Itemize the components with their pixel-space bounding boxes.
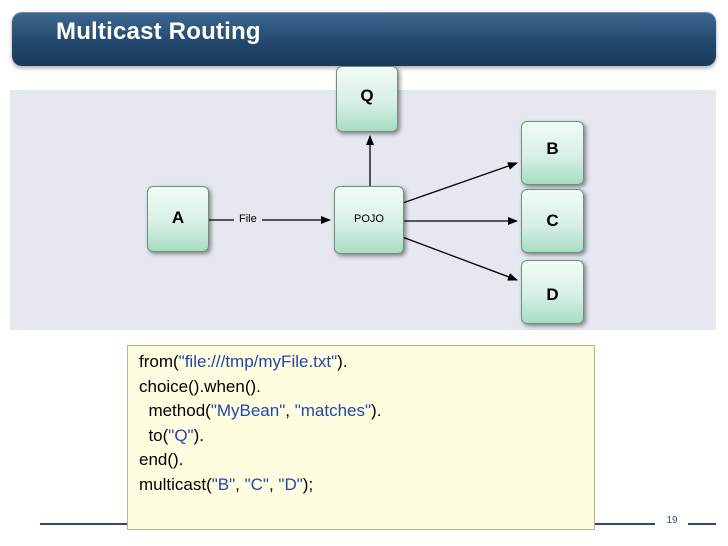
node-pojo-label: POJO [354,213,384,225]
code-line: method("MyBean", "matches"). [139,399,594,424]
title-bar [12,12,716,66]
node-q-label: Q [360,86,374,105]
node-b-label: B [546,139,559,158]
code-token: from( [139,352,179,371]
code-string-literal: "file:///tmp/myFile.txt" [178,352,338,371]
footer-rule-end [688,523,716,525]
code-token: multicast( [139,474,212,494]
node-a-label: A [171,208,185,227]
code-string-literal: "MyBean" [210,401,286,420]
code-token: ). [371,401,382,420]
node-c-label: C [546,211,559,230]
code-string-literal: "D" [278,474,303,494]
code-line: multicast("B", "C", "D"); [139,473,594,498]
footer-rule-left [40,523,127,525]
node-d-label: D [546,285,559,304]
code-string-literal: "B" [211,474,236,494]
code-token: , [235,474,245,494]
code-string-literal: "Q" [168,425,194,445]
code-token: ). [193,425,204,445]
code-token: to( [139,425,169,445]
code-line: from("file:///tmp/myFile.txt"). [139,350,594,375]
node-c: C [521,189,584,253]
code-token: , [268,474,279,494]
node-a: A [147,186,209,252]
code-line: choice().when(). [139,375,594,400]
code-token: end(). [139,450,184,469]
code-string-literal: "C" [244,474,269,494]
edge-pojo-to-d [396,234,518,281]
code-line: to("Q"). [139,424,594,449]
code-snippet: from("file:///tmp/myFile.txt").choice().… [127,345,595,530]
slide-title: Multicast Routing [56,18,261,45]
code-string-literal: "matches" [294,401,372,420]
edge-label-file: File [234,213,262,225]
node-q: Q [336,66,398,132]
node-d: D [521,260,584,324]
edge-pojo-to-b [396,162,518,206]
code-token: method( [139,401,211,420]
code-token: ). [337,352,348,371]
code-token: ); [302,474,314,494]
code-line: end(). [139,448,594,473]
node-pojo: POJO [334,186,404,254]
page-number: 19 [666,515,678,526]
code-token: choice().when(). [139,376,261,396]
code-token: , [285,401,295,420]
footer-rule-right [595,523,655,525]
node-b: B [521,121,584,185]
